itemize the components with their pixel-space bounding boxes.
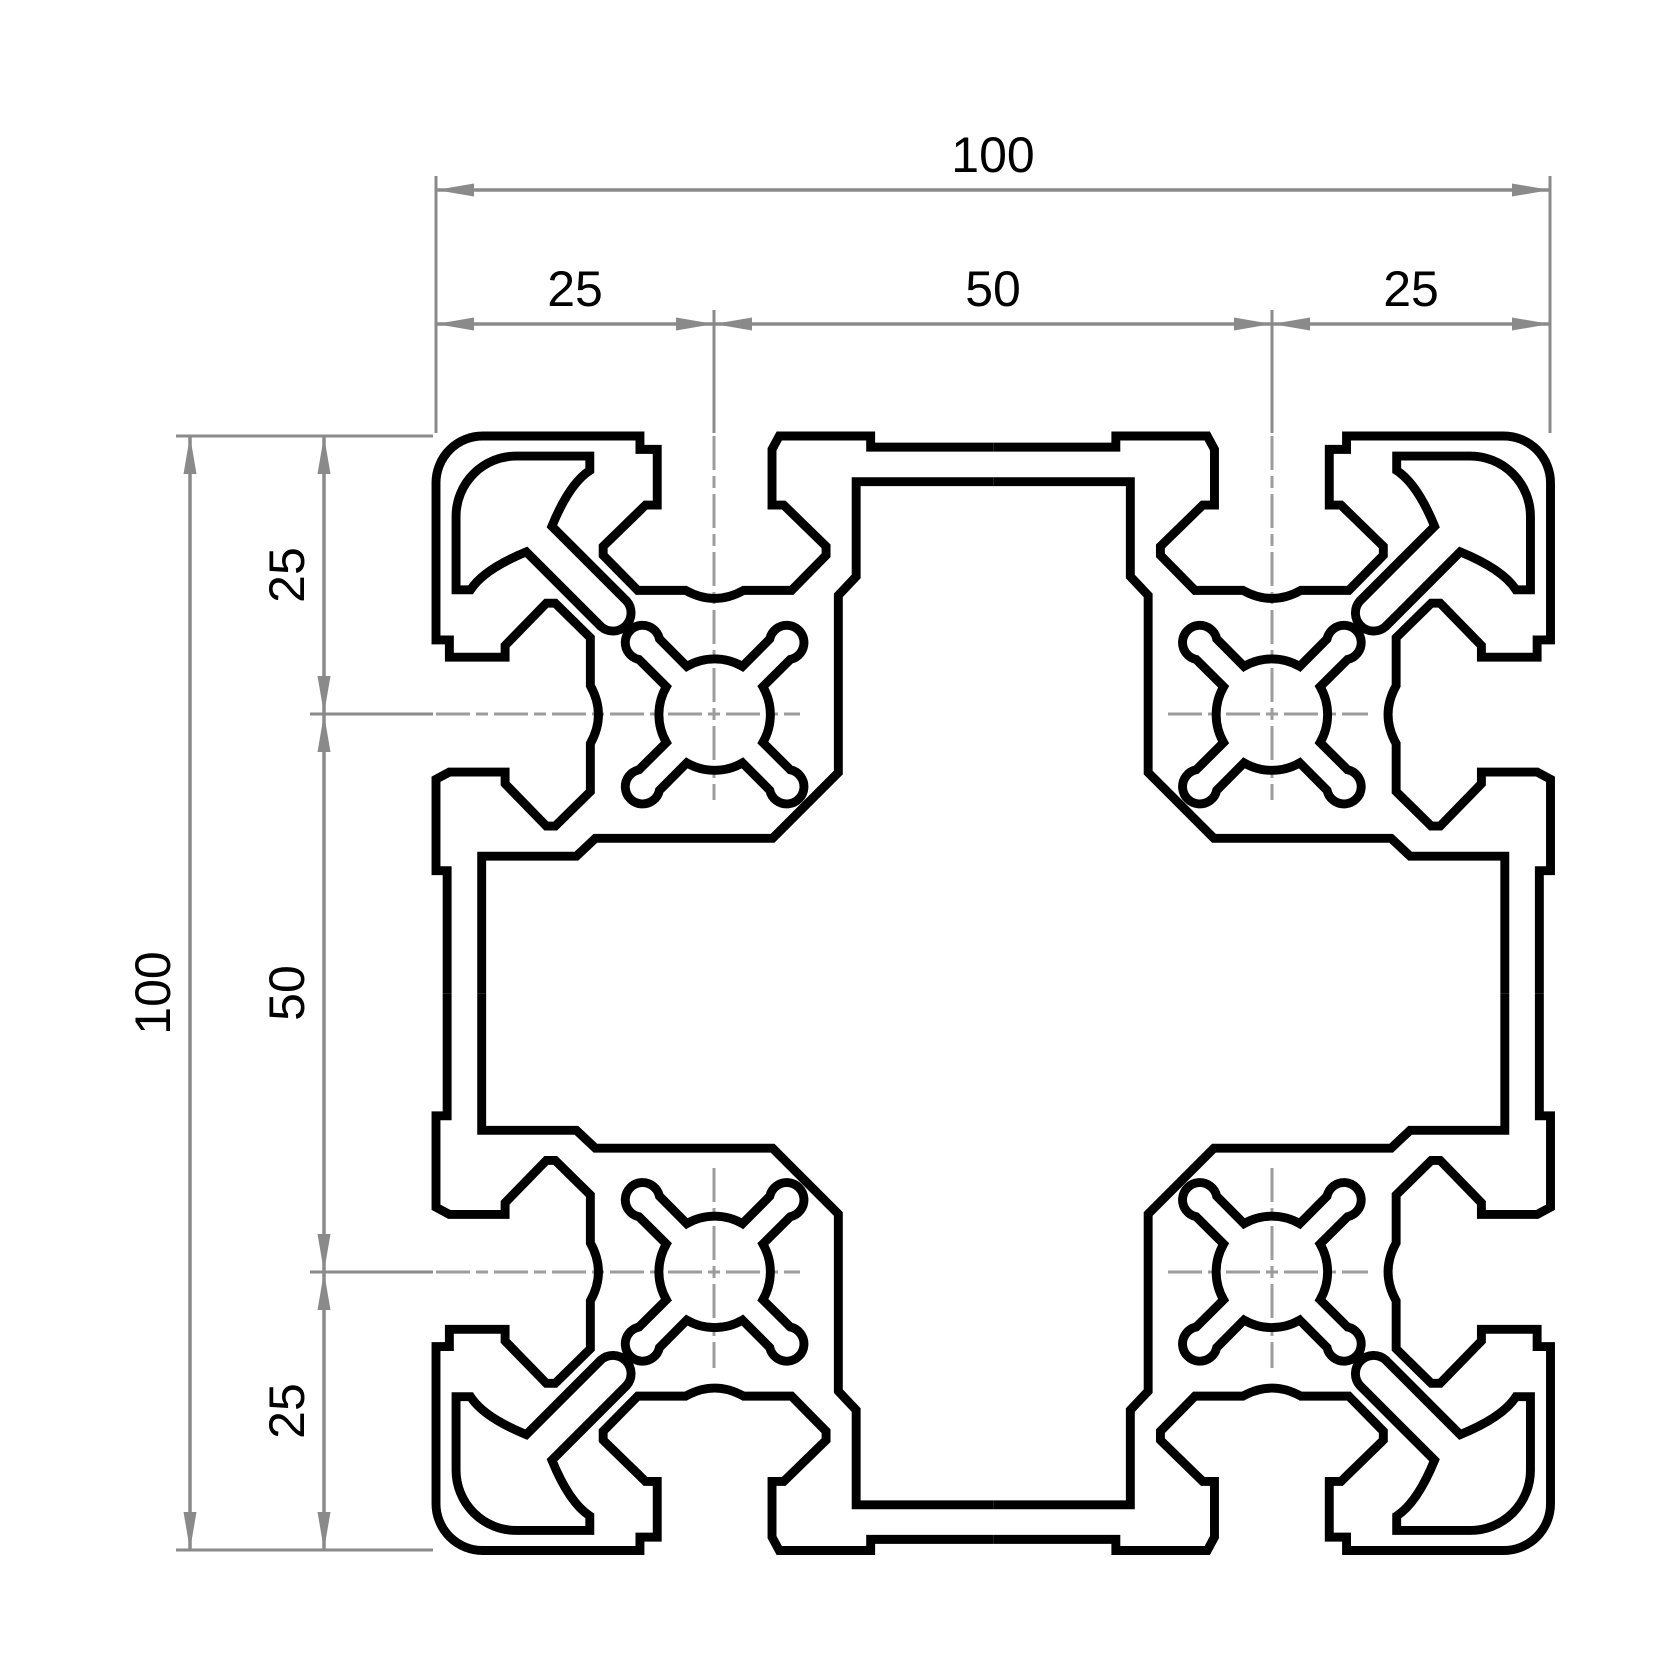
screw-boss-holes (625, 625, 1361, 1361)
centerlines (436, 436, 1368, 1368)
dim-label-top-total: 100 (951, 127, 1034, 183)
dimension-lines (183, 183, 1550, 1550)
dim-label-top-seg2: 50 (965, 261, 1021, 317)
dim-label-left-seg3: 25 (259, 1383, 315, 1439)
dimension-labels: 100 25 50 25 100 25 50 25 (125, 127, 1439, 1439)
corner-cavities (456, 456, 1530, 1530)
profile-geometry (436, 436, 1551, 1551)
dim-label-left-seg2: 50 (259, 965, 315, 1021)
dim-label-top-seg1: 25 (547, 261, 603, 317)
extension-lines (176, 176, 1552, 1552)
dim-label-top-seg3: 25 (1383, 261, 1439, 317)
central-cross-cavity (482, 482, 1505, 1505)
dim-label-left-seg1: 25 (259, 547, 315, 603)
profile-outer-contour (436, 436, 1551, 1551)
dim-label-left-total: 100 (125, 951, 181, 1034)
